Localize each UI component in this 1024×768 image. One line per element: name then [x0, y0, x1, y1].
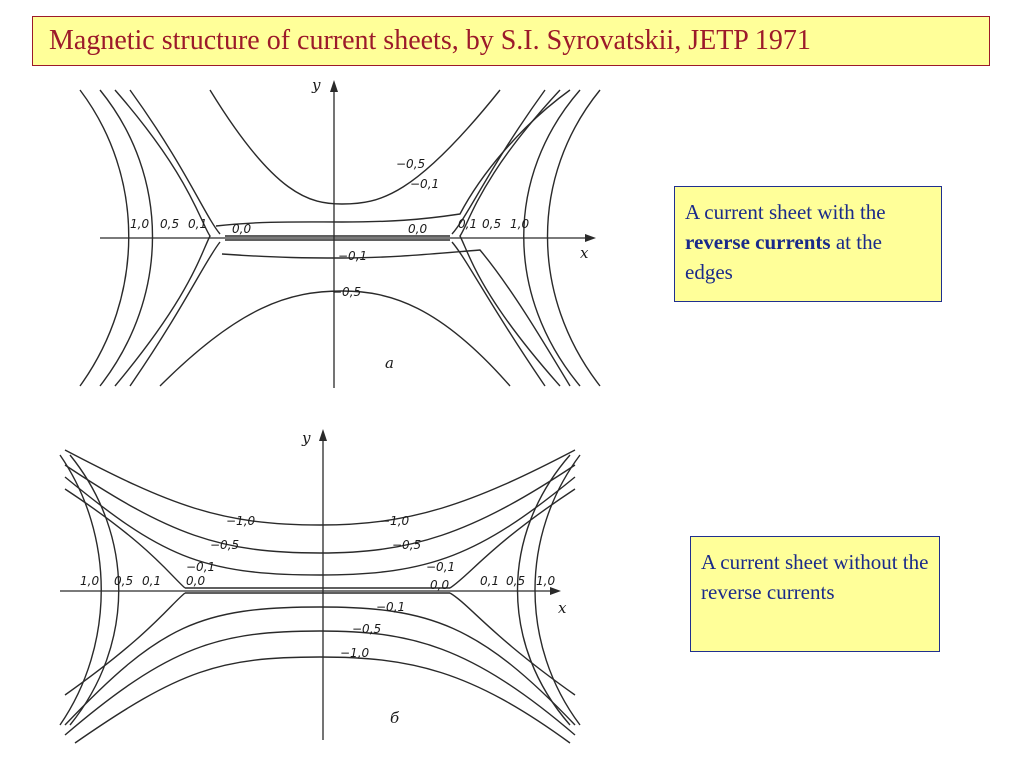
figure-a-left-10	[79, 89, 130, 387]
figure-a-field-lines: x y 1,0 0,5 0,1 0,0 0,0 0,1 0,5 1,0 −0,5…	[79, 76, 601, 388]
figure-a-label-left-3: 0,1	[188, 217, 207, 231]
figure-b-label-right-3: 0,5	[506, 574, 525, 588]
figure-b-label-top-l3: −0,1	[186, 560, 215, 574]
figure-b-label-top-l2: −0,5	[210, 538, 239, 552]
figure-b-label-right-4: 1,0	[536, 574, 555, 588]
figure-a-field-curves	[79, 89, 601, 387]
figure-b-field-lines: x y 1,0 0,5 0,1 0,0 0,0 0,1 0,5 1,0 −1,0…	[59, 429, 581, 744]
figure-b-line-bot-05	[64, 630, 576, 736]
note-reverse-currents: A current sheet with the reverse current…	[674, 186, 942, 302]
figure-a-label-top-2: −0,1	[410, 177, 439, 191]
figure-a-label-right-4: 1,0	[510, 217, 529, 231]
figure-a-y-label: y	[311, 76, 321, 94]
figure-b-label-left-1: 1,0	[80, 574, 99, 588]
figure-a-line-bot-05	[159, 290, 511, 387]
figure-b-line-bot-01	[64, 606, 576, 726]
slide-title: Magnetic structure of current sheets, by…	[32, 16, 990, 66]
figure-a-left-00	[129, 89, 221, 387]
figure-b-field-curves	[59, 449, 581, 744]
figure-a-right-01	[459, 89, 561, 387]
figure-a-left-05	[99, 89, 154, 387]
figure-a-label-bot-1: −0,1	[338, 249, 367, 263]
slide-title-text: Magnetic structure of current sheets, by…	[49, 25, 811, 56]
figure-b-label-right-1: 0,0	[430, 578, 449, 592]
note-top-suffix: at the edges	[685, 230, 882, 284]
figure-a-label-left-1: 1,0	[130, 217, 149, 231]
figure-b-line-top-05	[64, 464, 576, 554]
figure-b-line-top-00	[64, 488, 576, 589]
figure-b-label-bot-2: −0,5	[352, 622, 381, 636]
figure-b-axes	[60, 429, 561, 740]
figure-a-label-bot-2: −0,5	[332, 285, 361, 299]
figure-a-label-right-1: 0,0	[408, 222, 427, 236]
figure-b-line-top-01	[64, 476, 576, 576]
figure-b-left-05	[69, 454, 120, 726]
figure-a-right-00	[451, 89, 546, 387]
figure-a-y-arrow	[330, 80, 338, 92]
figure-b-line-top-10	[64, 449, 576, 526]
figure-b-label-left-2: 0,5	[114, 574, 133, 588]
figure-a-label-right-3: 0,5	[482, 217, 501, 231]
figure-a-right-10	[546, 89, 601, 387]
figure-a-line-top-05	[209, 89, 501, 205]
figure-a-x-label: x	[580, 244, 589, 262]
note-no-reverse-currents: A current sheet without the reverse curr…	[690, 536, 940, 652]
figure-b-label-left-3: 0,1	[142, 574, 161, 588]
figure-b-label-right-2: 0,1	[480, 574, 499, 588]
figure-a-line-top-01	[215, 89, 571, 227]
figure-b-x-arrow	[550, 587, 561, 595]
figure-a-line-bot-01	[221, 249, 571, 387]
figure-b-label-top-l1: −1,0	[226, 514, 256, 528]
note-bottom-text: A current sheet without the reverse curr…	[701, 550, 929, 604]
figure-b-label-left-4: 0,0	[186, 574, 205, 588]
figure-b-label-top-r2: −0,5	[392, 538, 421, 552]
figure-b-y-label: y	[301, 429, 311, 447]
figure-b-value-labels: 1,0 0,5 0,1 0,0 0,0 0,1 0,5 1,0 −1,0 −0,…	[80, 514, 555, 660]
figure-b-label-bot-3: −1,0	[340, 646, 370, 660]
figure-a-right-05	[523, 89, 581, 387]
figure-b-left-10	[59, 454, 102, 726]
figure-b-right-05	[516, 454, 571, 726]
figure-b-line-bot-00	[64, 592, 576, 696]
figure-b-line-bot-10	[74, 656, 571, 744]
figure-a-axes	[100, 80, 596, 388]
note-top-bold: reverse currents	[685, 230, 831, 254]
figure-b-label-top-r3: −0,1	[426, 560, 455, 574]
figure-b-y-arrow	[319, 429, 327, 441]
figure-b-x-label: x	[558, 599, 567, 617]
figure-a-left-01	[114, 89, 211, 387]
figure-b-label-top-r1: −1,0	[380, 514, 410, 528]
note-top-prefix: A current sheet with the	[685, 200, 886, 224]
figure-a-panel-label: a	[385, 354, 394, 372]
figure-b-label-bot-1: −0,1	[376, 600, 405, 614]
figure-a-value-labels: 1,0 0,5 0,1 0,0 0,0 0,1 0,5 1,0 −0,5 −0,…	[130, 157, 529, 299]
figure-a-label-left-4: 0,0	[232, 222, 251, 236]
figure-b-panel-label: б	[390, 709, 400, 727]
figure-a-label-left-2: 0,5	[160, 217, 179, 231]
figure-a-x-arrow	[585, 234, 596, 242]
figure-b-right-10	[534, 454, 581, 726]
figure-a-label-top-1: −0,5	[396, 157, 425, 171]
figure-a-label-right-2: 0,1	[458, 217, 477, 231]
